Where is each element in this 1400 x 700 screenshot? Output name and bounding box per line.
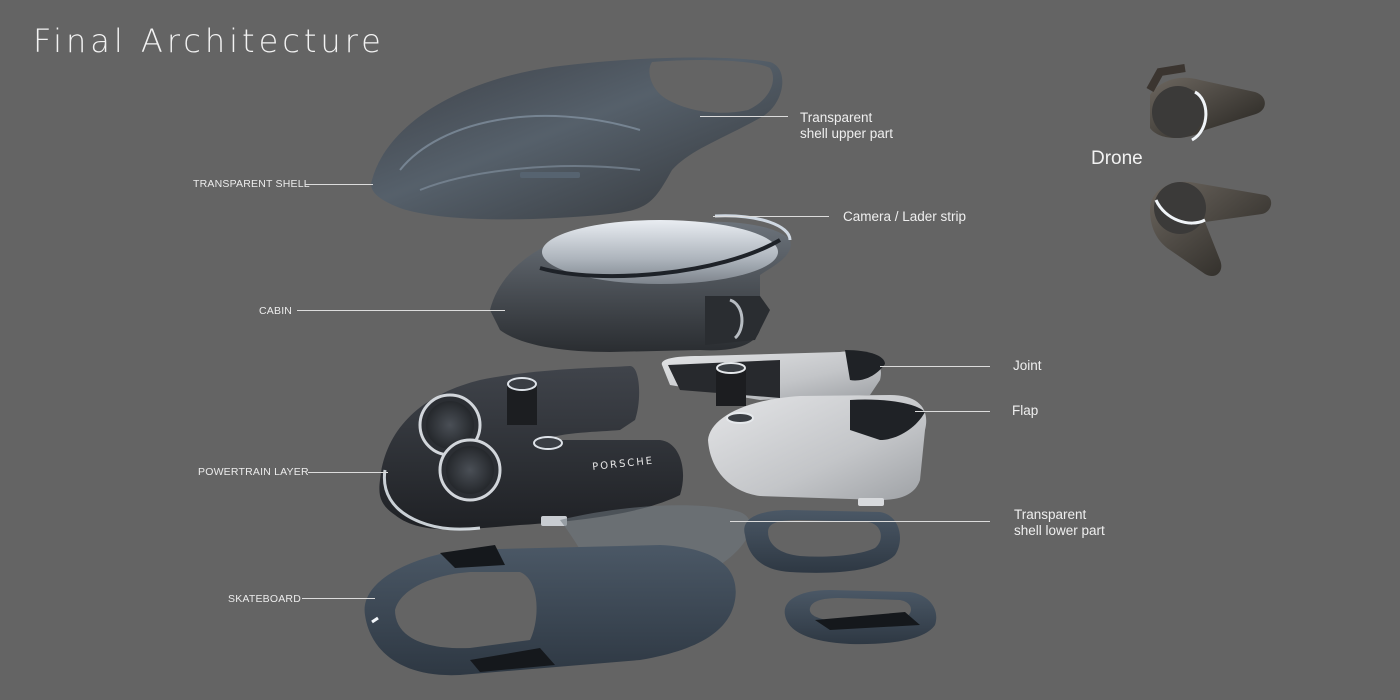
leader-line-cabin <box>297 310 505 311</box>
cabin-part <box>490 214 792 352</box>
joint-flap-module <box>661 350 927 506</box>
leader-line-joint <box>880 366 990 367</box>
label-drone: Drone <box>1091 148 1143 169</box>
leader-line-skateboard <box>302 598 375 599</box>
label-transparent-shell-lower: Transparent shell lower part <box>1014 507 1105 538</box>
page-title: Final Architecture <box>33 22 385 60</box>
label-flap: Flap <box>1012 403 1039 418</box>
leader-line-flap <box>915 411 990 412</box>
label-skateboard: SKATEBOARD <box>228 593 301 605</box>
leader-line-transparent-shell-upper <box>700 116 788 117</box>
leader-line-transparent-shell-lower <box>730 521 990 522</box>
label-joint: Joint <box>1013 358 1042 373</box>
leader-line-transparent-shell <box>305 184 373 185</box>
drone-upper <box>1146 64 1265 142</box>
leader-line-powertrain-layer <box>308 472 388 473</box>
powertrain-layer-part: PORSCHE <box>379 366 684 531</box>
label-transparent-shell-upper: Transparent shell upper part <box>800 110 894 141</box>
side-ring-upper <box>744 510 900 573</box>
transparent-shell-part <box>371 57 783 220</box>
drone-lower <box>1150 181 1272 277</box>
side-ring-lower <box>784 590 937 645</box>
label-cabin: CABIN <box>259 305 293 317</box>
leader-line-camera-lader-strip <box>713 216 829 217</box>
label-camera-lader-strip: Camera / Lader strip <box>843 209 967 224</box>
label-powertrain-layer: POWERTRAIN LAYER <box>198 466 309 478</box>
label-transparent-shell: TRANSPARENT SHELL <box>193 178 310 190</box>
skateboard-part <box>364 545 736 676</box>
